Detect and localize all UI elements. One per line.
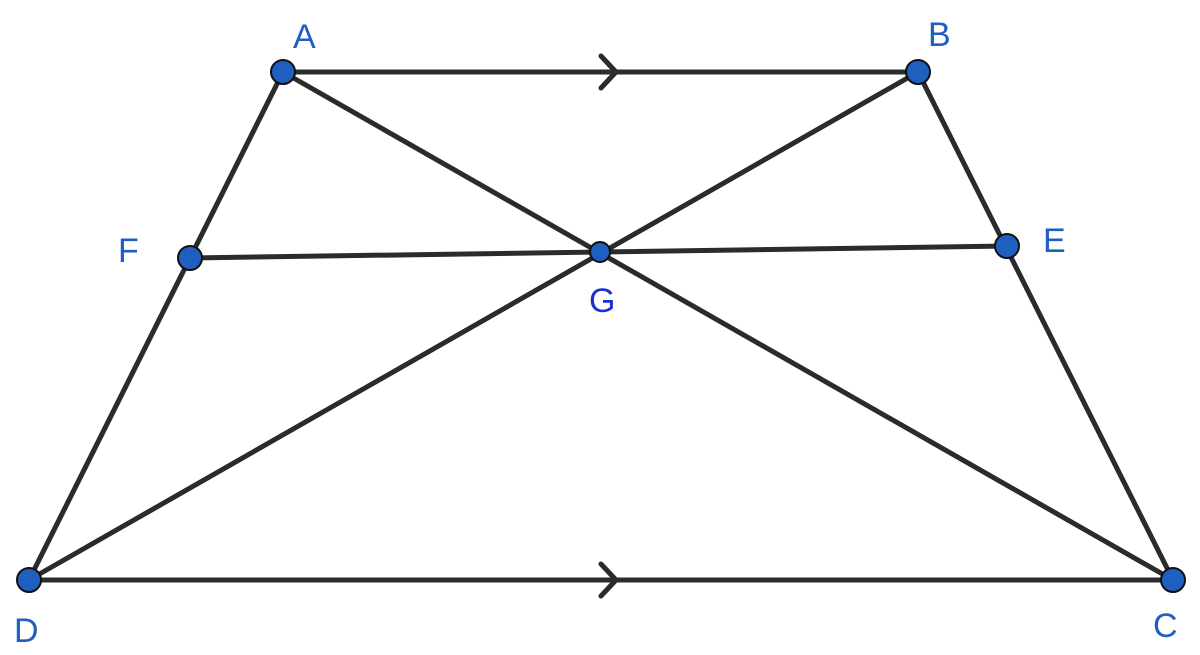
point-c — [1160, 567, 1186, 593]
point-b — [905, 59, 931, 85]
label-a: A — [293, 18, 316, 56]
segment-ad — [26, 69, 286, 583]
label-g: G — [589, 282, 615, 320]
label-d: D — [14, 612, 39, 650]
point-e — [994, 233, 1020, 259]
label-c: C — [1153, 607, 1178, 645]
label-e: E — [1043, 222, 1066, 260]
diagonal-bd — [26, 69, 921, 583]
point-d — [16, 567, 42, 593]
diagonal-ac — [280, 69, 1176, 583]
label-b: B — [928, 16, 951, 54]
label-f: F — [118, 232, 139, 270]
point-a — [270, 59, 296, 85]
point-f — [177, 245, 203, 271]
parallel-arrow-ab — [598, 53, 619, 91]
point-g — [589, 241, 611, 263]
parallel-arrow-dc — [598, 561, 619, 599]
segment-bc — [915, 69, 1176, 583]
